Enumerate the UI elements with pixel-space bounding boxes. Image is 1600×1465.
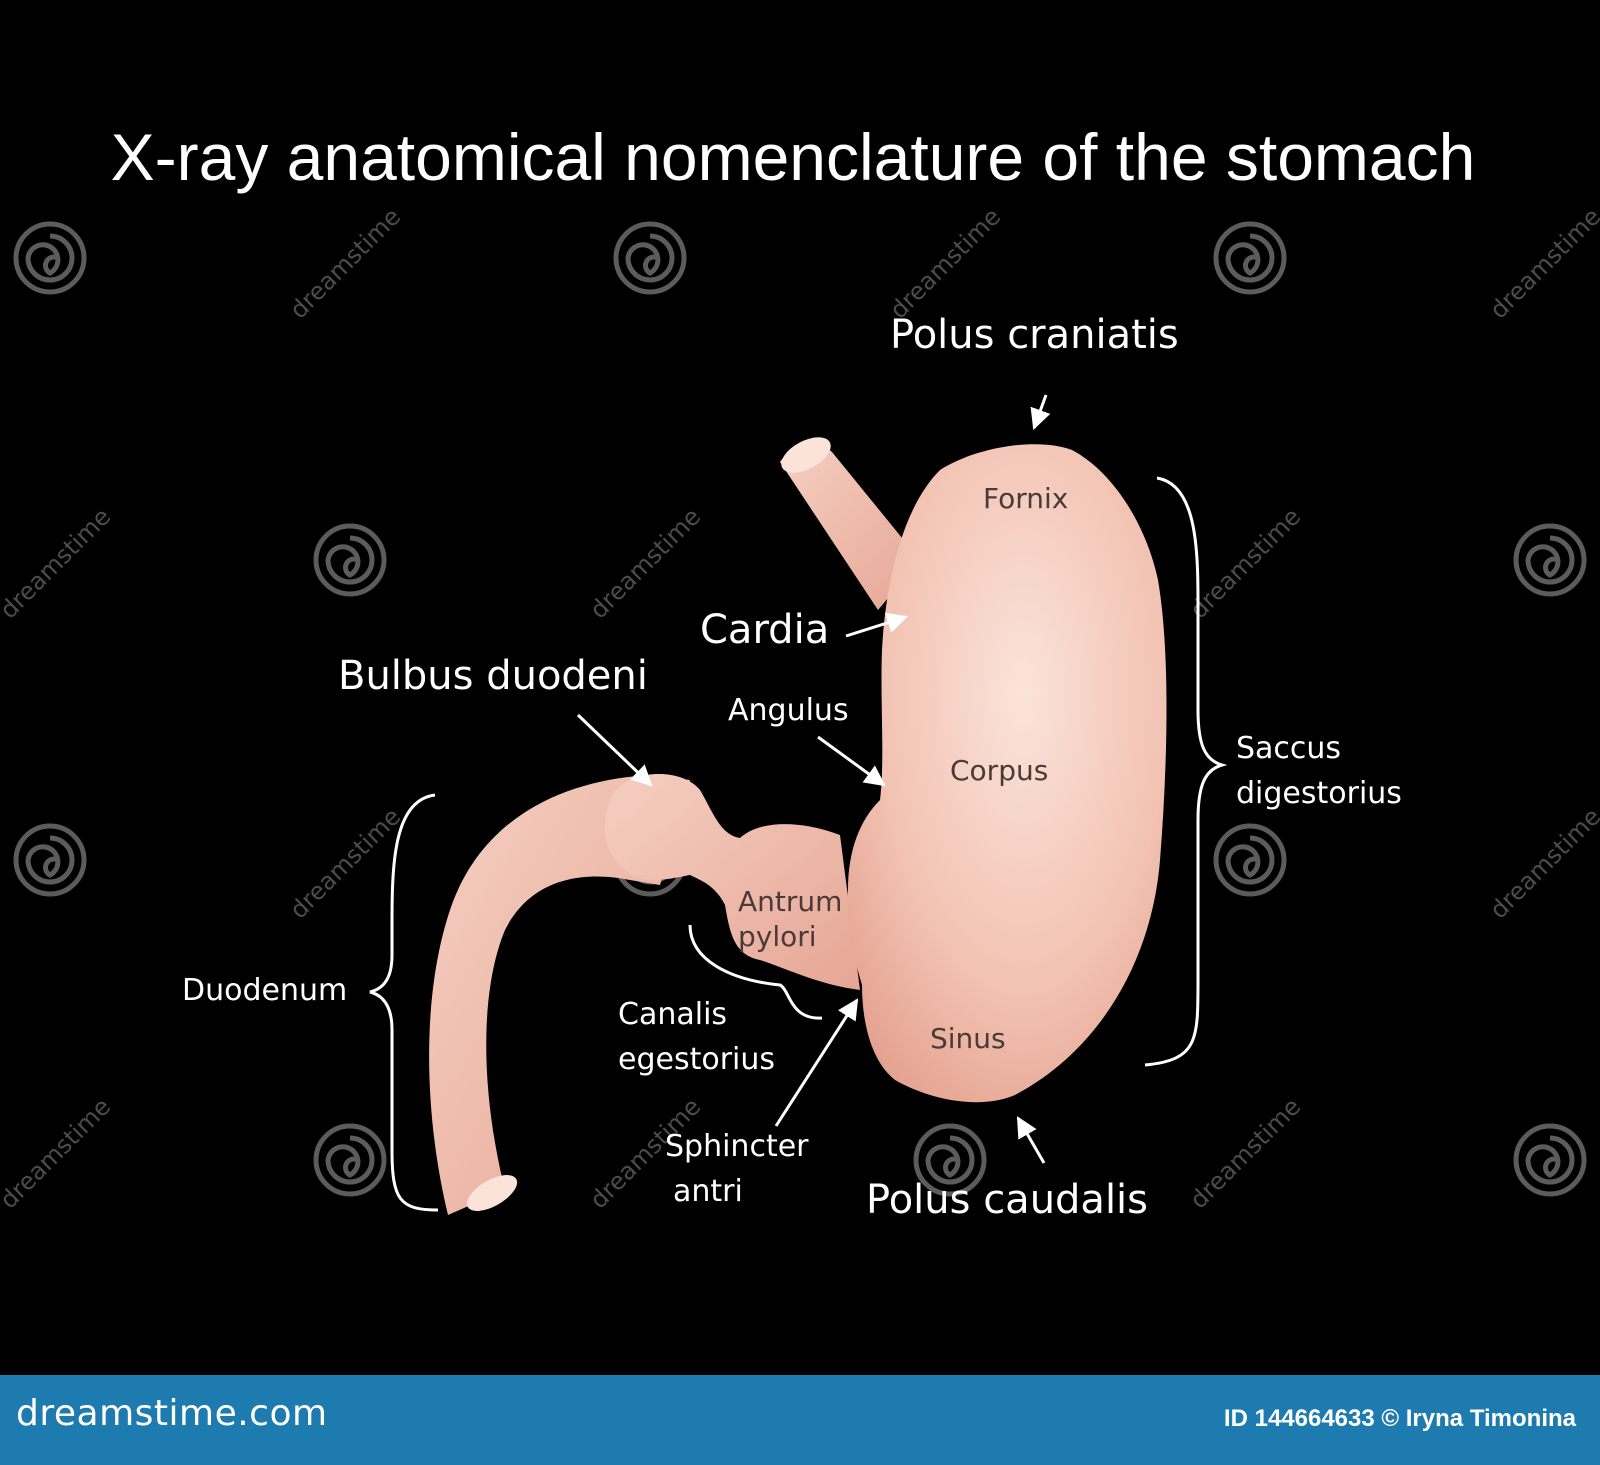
footer-site-logo[interactable]: dreamstime.com bbox=[16, 1393, 328, 1434]
cardia-arrow bbox=[845, 612, 909, 638]
label-canalis-line2: egestorius bbox=[618, 1042, 775, 1077]
diagram-stage: dreamstime dreamstime dreamstime dreamst… bbox=[0, 120, 1600, 1223]
stomach-illustration bbox=[429, 437, 1167, 1215]
label-antrum-line2: pylori bbox=[738, 920, 817, 953]
watermark-spiral-icon bbox=[316, 1126, 384, 1194]
watermark-spiral-icon bbox=[1516, 526, 1584, 594]
duodenum-tube bbox=[429, 775, 690, 1215]
label-canalis-line1: Canalis bbox=[618, 997, 727, 1032]
bulbus-arrow bbox=[576, 713, 653, 787]
watermark-text: dreamstime bbox=[0, 1093, 116, 1215]
esophagus-opening bbox=[781, 437, 831, 473]
watermark-text: dreamstime bbox=[1184, 503, 1306, 625]
duodenum-brace bbox=[369, 793, 439, 1212]
pylorus-antrum bbox=[605, 773, 860, 990]
label-sphincter-line2: antri bbox=[673, 1174, 743, 1209]
esophagus bbox=[780, 445, 920, 610]
saccus-brace bbox=[1144, 476, 1228, 1067]
label-sphincter-line1: Sphincter bbox=[665, 1129, 809, 1164]
label-bulbus-duodeni: Bulbus duodeni bbox=[338, 653, 648, 699]
sphincter-arrow bbox=[774, 998, 859, 1127]
watermark-text: dreamstime bbox=[584, 503, 706, 625]
label-duodenum: Duodenum bbox=[182, 973, 347, 1008]
watermark-spiral-icon bbox=[316, 526, 384, 594]
watermark-spiral-icon bbox=[16, 224, 84, 292]
polus-caudalis-arrow bbox=[1016, 1116, 1046, 1164]
watermark-text: dreamstime bbox=[284, 803, 406, 925]
watermark-text: dreamstime bbox=[1484, 203, 1600, 325]
stomach-diagram: dreamstime dreamstime dreamstime dreamst… bbox=[0, 120, 1600, 1223]
watermark-text: dreamstime bbox=[284, 203, 406, 325]
watermark-text: dreamstime bbox=[884, 203, 1006, 325]
watermark-spiral-icon bbox=[1216, 224, 1284, 292]
watermark-spiral-icon bbox=[16, 826, 84, 894]
stomach-body bbox=[847, 444, 1167, 1103]
watermark-spiral-icon bbox=[616, 224, 684, 292]
label-antrum-line1: Antrum bbox=[738, 885, 842, 918]
watermark-text: dreamstime bbox=[0, 503, 116, 625]
label-saccus-line2: digestorius bbox=[1236, 776, 1402, 811]
watermark-spiral-icon bbox=[1516, 1126, 1584, 1194]
duodenum-opening bbox=[466, 1175, 518, 1211]
watermark-spiral-icon bbox=[1216, 826, 1284, 894]
watermark-text: dreamstime bbox=[1184, 1093, 1306, 1215]
footer-credit: ID 144664633 © Iryna Timonina bbox=[1223, 1405, 1576, 1432]
footer-bar: dreamstime.com ID 144664633 © Iryna Timo… bbox=[0, 1375, 1600, 1465]
arrows bbox=[576, 394, 1051, 1164]
label-fornix: Fornix bbox=[983, 482, 1068, 515]
label-cardia: Cardia bbox=[700, 607, 829, 653]
watermark-text: dreamstime bbox=[1484, 803, 1600, 925]
page-title: X-ray anatomical nomenclature of the sto… bbox=[111, 120, 1476, 194]
label-saccus-line1: Saccus bbox=[1236, 731, 1341, 766]
label-corpus: Corpus bbox=[950, 754, 1048, 787]
angulus-arrow bbox=[817, 735, 886, 787]
canalis-brace bbox=[688, 924, 823, 1020]
polus-craniatis-arrow bbox=[1030, 394, 1051, 430]
label-polus-caudalis: Polus caudalis bbox=[866, 1177, 1148, 1223]
label-polus-craniatis: Polus craniatis bbox=[890, 312, 1179, 358]
label-angulus: Angulus bbox=[728, 693, 849, 728]
label-sinus: Sinus bbox=[930, 1022, 1006, 1055]
